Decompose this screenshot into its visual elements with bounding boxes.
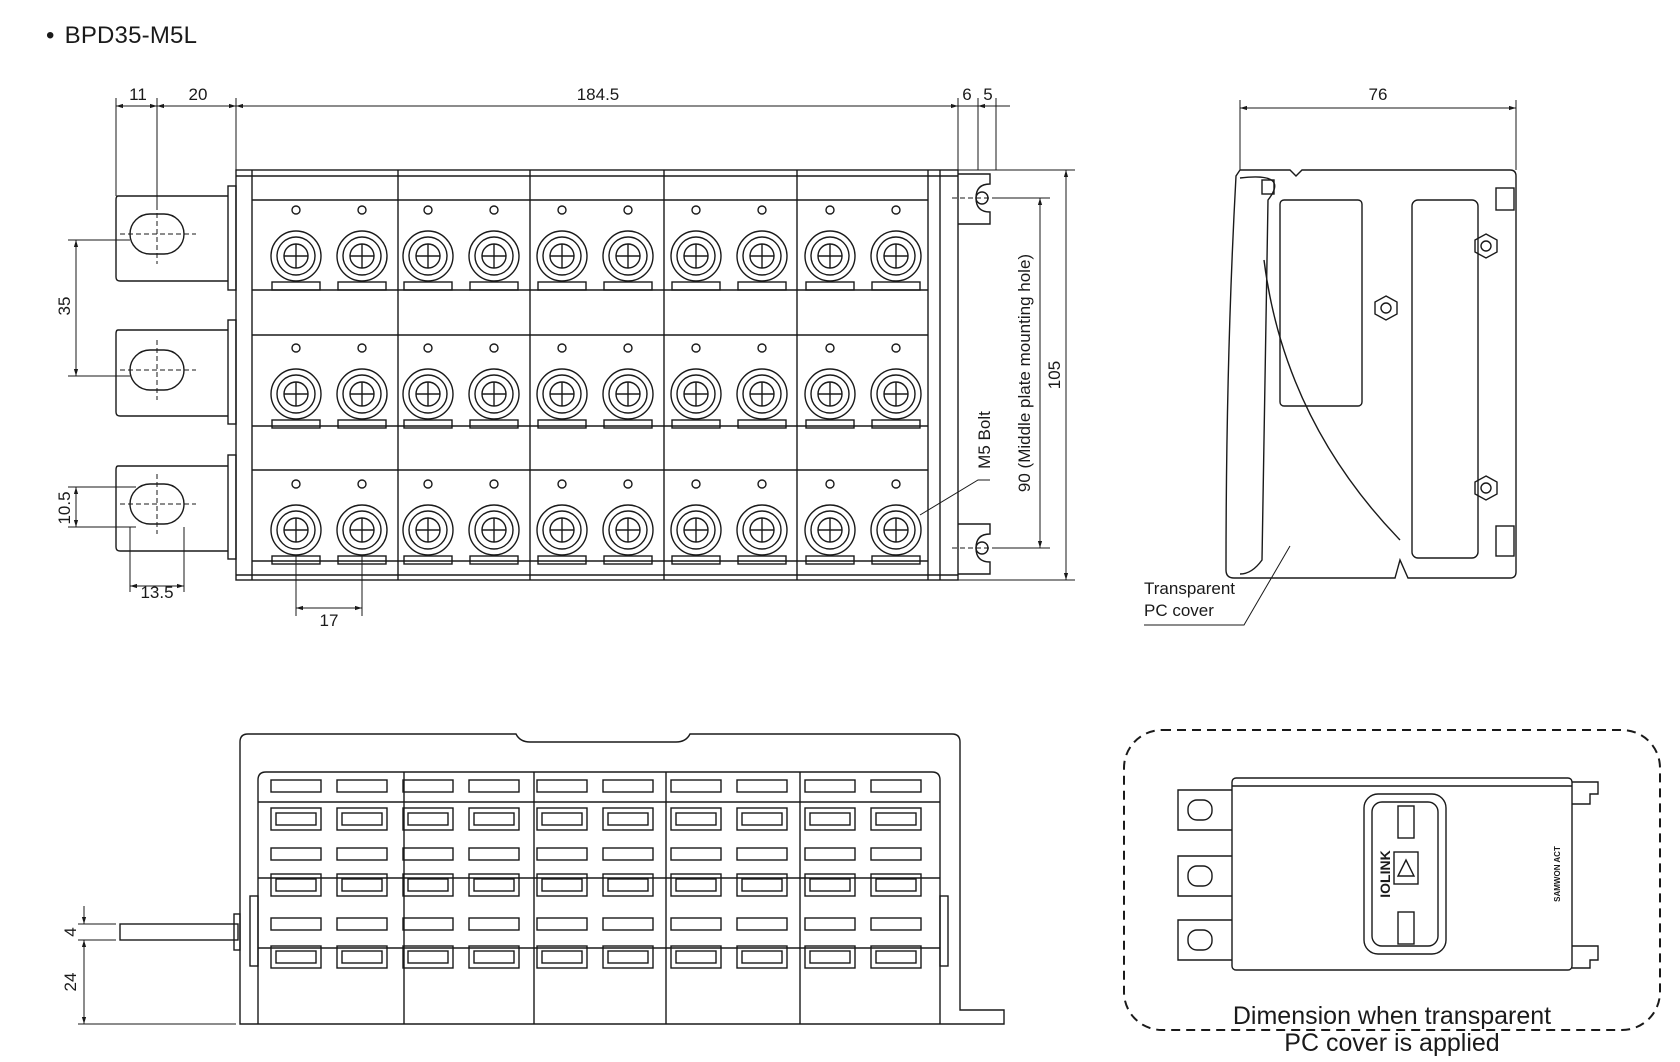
screw-terminal bbox=[536, 343, 588, 429]
screw-terminal bbox=[670, 343, 722, 429]
dim-10-5: 10.5 bbox=[55, 491, 74, 524]
front-dimension-lines bbox=[68, 98, 1075, 616]
dim-20: 20 bbox=[189, 85, 208, 104]
screw-terminal bbox=[270, 343, 322, 429]
front-view bbox=[115, 169, 1020, 581]
terminal-slot bbox=[804, 779, 856, 831]
screw-terminal bbox=[602, 479, 654, 565]
terminal-slot bbox=[270, 779, 322, 831]
screw-terminal bbox=[402, 205, 454, 291]
screw-terminal bbox=[870, 205, 922, 291]
dim-5: 5 bbox=[983, 85, 992, 104]
screw-terminal bbox=[804, 205, 856, 291]
screw-terminal bbox=[870, 343, 922, 429]
block-body bbox=[235, 169, 959, 581]
terminal-slot bbox=[270, 847, 322, 897]
terminal-slot bbox=[536, 779, 588, 831]
terminal-slot bbox=[670, 779, 722, 831]
cover-view-frame bbox=[1123, 729, 1661, 1031]
terminal-slot bbox=[536, 917, 588, 969]
label-pc-cover-2: PC cover bbox=[1144, 601, 1214, 620]
screw-terminal bbox=[402, 479, 454, 565]
dim-11: 11 bbox=[129, 85, 147, 104]
terminal-slot bbox=[870, 917, 922, 969]
screw-terminal bbox=[270, 479, 322, 565]
screw-terminal bbox=[270, 205, 322, 291]
dim-17: 17 bbox=[320, 611, 339, 630]
terminal-slot bbox=[536, 847, 588, 897]
screw-terminal bbox=[336, 343, 388, 429]
dim-35: 35 bbox=[55, 297, 74, 316]
terminal-slot bbox=[468, 779, 520, 831]
terminal-slot bbox=[402, 917, 454, 969]
screw-terminal bbox=[536, 479, 588, 565]
side-dimension-lines bbox=[1144, 100, 1517, 626]
cover-caption-line1: Dimension when transparent bbox=[1233, 1002, 1551, 1030]
cover-brand-samwon: SAMWON ACT bbox=[1553, 846, 1562, 902]
title-bullet: • bbox=[46, 22, 55, 49]
terminal-slot bbox=[336, 917, 388, 969]
title-text: BPD35-M5L bbox=[64, 22, 198, 49]
cover-caption-line2: PC cover is applied bbox=[1284, 1029, 1499, 1057]
terminal-slot bbox=[736, 917, 788, 969]
dim-24: 24 bbox=[61, 973, 80, 992]
screw-terminal bbox=[468, 479, 520, 565]
screw-terminal bbox=[468, 343, 520, 429]
terminal-slot bbox=[736, 847, 788, 897]
bottom-dimension-lines bbox=[78, 906, 236, 1025]
screw-terminal bbox=[804, 479, 856, 565]
terminal-slot bbox=[602, 917, 654, 969]
label-m5-bolt: M5 Bolt bbox=[975, 411, 994, 469]
terminal-slot bbox=[468, 917, 520, 969]
terminal-slot bbox=[402, 779, 454, 831]
screw-terminal bbox=[870, 479, 922, 565]
label-pc-cover-1: Transparent bbox=[1144, 579, 1235, 598]
dim-6: 6 bbox=[962, 85, 971, 104]
drawing-title: • BPD35-M5L bbox=[46, 22, 197, 50]
screw-terminal bbox=[736, 343, 788, 429]
input-terminal-lugs bbox=[115, 185, 237, 560]
terminal-slot bbox=[736, 779, 788, 831]
terminal-slot bbox=[402, 847, 454, 897]
dim-184-5: 184.5 bbox=[577, 85, 620, 104]
terminal-slot bbox=[804, 847, 856, 897]
dim-105: 105 bbox=[1045, 361, 1064, 389]
screw-terminal bbox=[602, 205, 654, 291]
terminal-slot bbox=[870, 779, 922, 831]
cover-brand-iolink: IOLINK bbox=[1377, 850, 1393, 897]
dim-76: 76 bbox=[1369, 85, 1388, 104]
terminal-slot bbox=[468, 847, 520, 897]
dim-13-5: 13.5 bbox=[140, 583, 173, 602]
bottom-view bbox=[119, 733, 1005, 1025]
cover-view bbox=[1177, 777, 1599, 971]
screw-terminal bbox=[336, 479, 388, 565]
screw-terminal bbox=[670, 205, 722, 291]
terminal-slot bbox=[804, 917, 856, 969]
terminal-slot bbox=[602, 847, 654, 897]
screw-terminal bbox=[536, 205, 588, 291]
screw-terminal bbox=[402, 343, 454, 429]
screw-terminal bbox=[736, 479, 788, 565]
terminal-slot bbox=[336, 847, 388, 897]
terminal-slot bbox=[270, 917, 322, 969]
screw-terminal bbox=[736, 205, 788, 291]
screw-terminal bbox=[804, 343, 856, 429]
terminal-slot bbox=[670, 847, 722, 897]
terminal-slot bbox=[870, 847, 922, 897]
screw-terminal bbox=[468, 205, 520, 291]
screw-terminal bbox=[602, 343, 654, 429]
dim-90-mounting: 90 (Middle plate mounting hole) bbox=[1015, 254, 1034, 492]
terminal-slot bbox=[602, 779, 654, 831]
dim-4: 4 bbox=[61, 927, 80, 936]
terminal-slot bbox=[670, 917, 722, 969]
screw-terminal bbox=[670, 479, 722, 565]
side-view bbox=[1225, 169, 1517, 579]
screw-terminal bbox=[336, 205, 388, 291]
terminal-slot bbox=[336, 779, 388, 831]
